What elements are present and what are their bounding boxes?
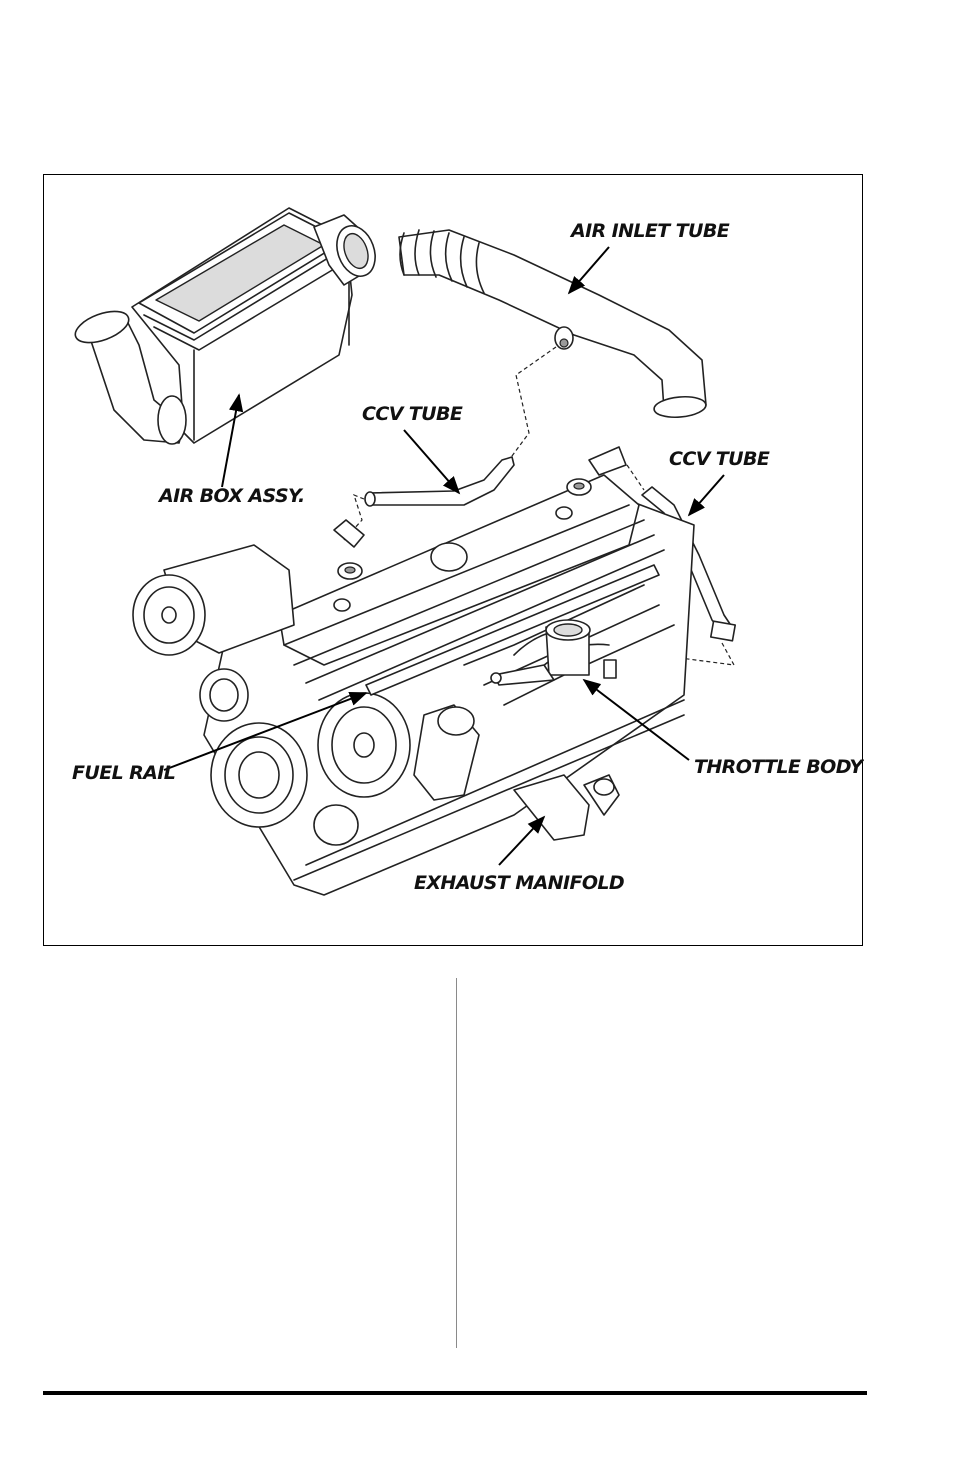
engine-block bbox=[204, 475, 694, 895]
figure-frame: AIR INLET TUBE CCV TUBE CCV TUBE AIR BOX… bbox=[43, 174, 863, 946]
label-air-inlet-tube: AIR INLET TUBE bbox=[569, 220, 730, 242]
label-ccv-tube-right: CCV TUBE bbox=[669, 448, 770, 470]
label-throttle-body: THROTTLE BODY bbox=[694, 756, 864, 778]
air-box-assembly bbox=[71, 208, 382, 444]
column-divider bbox=[456, 978, 457, 1348]
label-ccv-tube-left: CCV TUBE bbox=[362, 403, 463, 425]
label-exhaust-manifold: EXHAUST MANIFOLD bbox=[414, 872, 624, 894]
air-inlet-tube bbox=[399, 230, 707, 419]
label-air-box-assy: AIR BOX ASSY. bbox=[157, 485, 305, 507]
exhaust-manifold bbox=[514, 775, 619, 840]
footer-rule bbox=[43, 1391, 867, 1395]
engine-diagram: AIR INLET TUBE CCV TUBE CCV TUBE AIR BOX… bbox=[44, 175, 864, 947]
label-fuel-rail: FUEL RAIL bbox=[72, 762, 175, 784]
